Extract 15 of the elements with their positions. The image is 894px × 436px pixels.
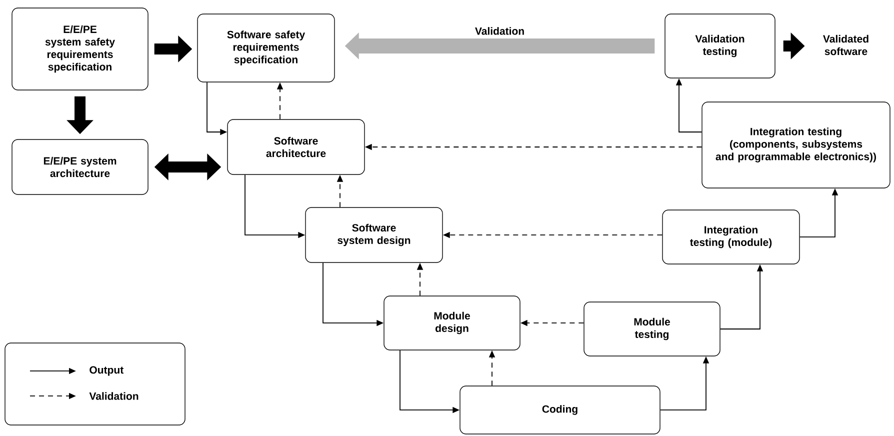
output-text: Validated software [823, 34, 868, 56]
edge-label: Validation [474, 26, 526, 36]
process-box: Integration testing (components, subsystems and programmable electronics)) [702, 102, 890, 188]
process-box: Coding [460, 386, 660, 434]
process-box: Module design [384, 296, 520, 350]
process-box: Validation testing [664, 14, 776, 78]
process-box: E/E/PE system safety requirements specification [12, 8, 148, 90]
process-box: Module testing [584, 302, 720, 356]
process-box: Software safety requirements specification [197, 14, 335, 82]
process-box: E/E/PE system architecture [12, 139, 148, 195]
legend-text: Validation [89, 392, 138, 400]
process-box: Software architecture [227, 119, 365, 175]
process-box: Integration testing (module) [662, 210, 800, 264]
process-box: Software system design [305, 207, 443, 263]
legend-text: Output [90, 366, 124, 376]
